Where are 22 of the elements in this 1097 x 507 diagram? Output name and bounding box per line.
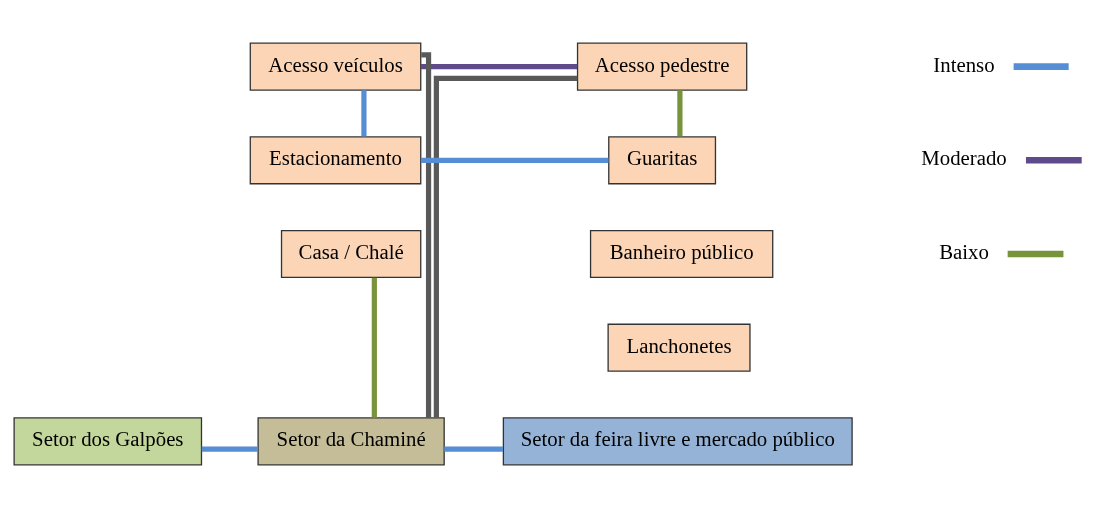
node-box: Banheiro público [589, 229, 774, 278]
legend-label: Moderado [921, 145, 1007, 170]
connector [420, 63, 578, 69]
connector [677, 89, 683, 136]
legend-label: Baixo [939, 239, 989, 264]
node-box: Estacionamento [249, 135, 422, 184]
node-box: Guaritas [608, 135, 717, 184]
node-box: Acesso veículos [249, 42, 422, 91]
connector [421, 51, 432, 418]
connector [361, 89, 367, 136]
connector [371, 277, 377, 418]
connector [433, 75, 578, 418]
node-box: Setor dos Galpões [13, 416, 203, 465]
node-box: Casa / Chalé [280, 229, 422, 278]
connector [420, 157, 609, 163]
node-box: Setor da feira livre e mercado público [502, 416, 853, 465]
node-box: Lanchonetes [607, 323, 751, 372]
legend-label: Intenso [933, 52, 995, 77]
connector [201, 446, 258, 452]
node-box: Setor da Chaminé [257, 416, 445, 465]
connector [444, 446, 503, 452]
node-box: Acesso pedestre [576, 42, 748, 91]
